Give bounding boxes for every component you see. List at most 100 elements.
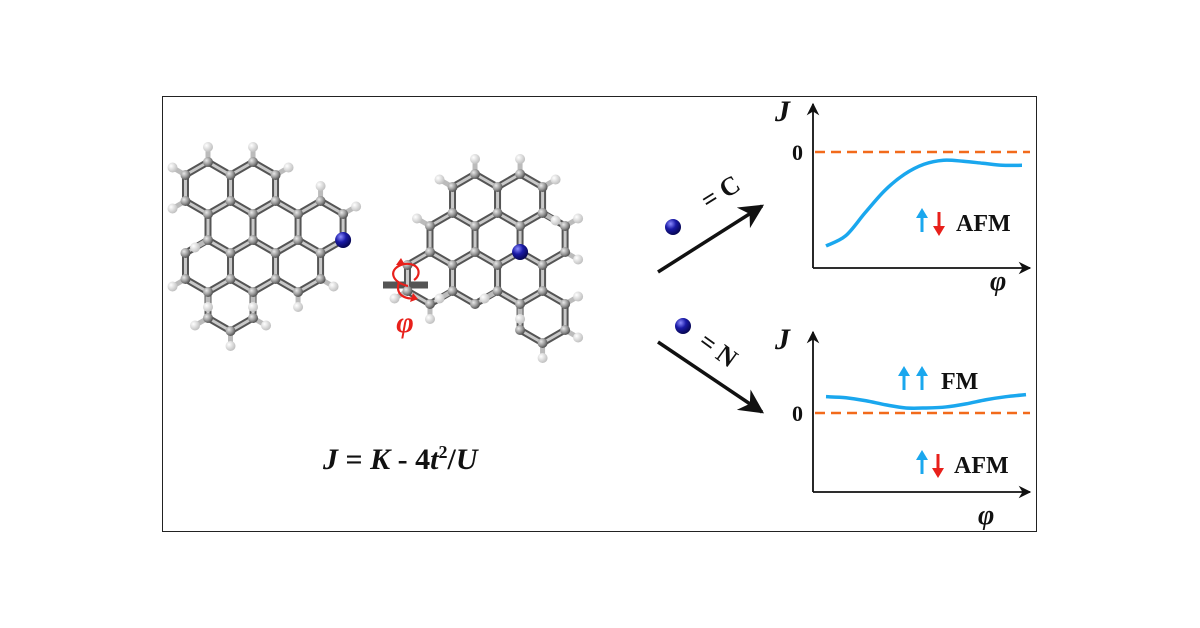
- carbon-atom: [270, 248, 281, 258]
- carbon-atom: [203, 209, 213, 219]
- legend-carbon-label: = C: [696, 169, 745, 215]
- carbon-atom: [203, 287, 213, 297]
- carbon-atom: [425, 247, 435, 257]
- zero-tick-label: 0: [792, 401, 803, 426]
- hydrogen-atom: [283, 162, 294, 173]
- carbon-atom: [270, 196, 281, 206]
- carbon-atom: [425, 299, 435, 309]
- carbon-atom: [515, 325, 526, 335]
- exchange-curve-line: [825, 158, 1023, 248]
- carbon-atom: [293, 287, 304, 297]
- eq-slash: /: [446, 443, 456, 476]
- carbon-atom: [560, 221, 571, 231]
- spin-parallel-icon: [898, 366, 928, 390]
- fm-label: FM: [941, 369, 978, 395]
- eq-u: U: [456, 443, 479, 476]
- eq-minus-four: - 4: [390, 443, 430, 476]
- carbon-atom: [248, 157, 259, 167]
- arrow-to-nitrogen-plot: [657, 340, 765, 414]
- carbon-atom: [225, 196, 236, 206]
- hydrogen-atom: [167, 281, 178, 292]
- zero-tick-label: 0: [792, 140, 803, 165]
- hydrogen-atom: [479, 293, 490, 304]
- carbon-atom: [225, 170, 236, 180]
- y-axis-label: J: [774, 95, 791, 128]
- carbon-dopant-atom-icon: [665, 219, 681, 235]
- afm-label-bottom: AFM: [954, 453, 1009, 479]
- carbon-atom: [180, 248, 191, 258]
- carbon-atom: [315, 248, 326, 258]
- hydrogen-atom: [470, 154, 481, 164]
- carbon-atom: [560, 325, 571, 335]
- carbon-atom: [180, 274, 191, 284]
- hydrogen-atom: [167, 162, 178, 173]
- molecule-left-fragment: [167, 142, 428, 351]
- carbon-atom: [338, 209, 349, 219]
- hydrogen-atom: [190, 242, 201, 253]
- carbon-atom: [492, 286, 503, 296]
- carbon-atom: [203, 157, 213, 167]
- hydrogen-atom: [550, 174, 561, 185]
- carbon-atom: [315, 274, 326, 284]
- arrow-to-carbon-plot: [657, 204, 765, 274]
- carbon-atom: [402, 286, 413, 296]
- carbon-atom: [560, 299, 571, 309]
- carbon-atom: [537, 182, 548, 192]
- carbon-atom: [515, 169, 526, 179]
- spin-antiparallel-icon: [916, 208, 945, 236]
- carbon-atom: [248, 313, 259, 323]
- carbon-atom: [470, 221, 481, 231]
- dopant-atom: [335, 232, 352, 248]
- carbon-atom: [492, 208, 503, 218]
- hydrogen-atom: [293, 302, 304, 312]
- hydrogen-atom: [315, 181, 326, 191]
- hydrogen-atom: [261, 320, 272, 331]
- carbon-atom: [203, 313, 213, 323]
- hydrogen-atom: [203, 302, 213, 312]
- carbon-atom: [492, 182, 503, 192]
- carbon-atom: [248, 209, 259, 219]
- carbon-atom: [270, 170, 281, 180]
- carbon-atom: [425, 221, 435, 231]
- y-axis-label: J: [774, 323, 791, 356]
- rotation-arrow-icon: [392, 258, 420, 302]
- carbon-atom: [293, 209, 304, 219]
- hydrogen-atom: [248, 302, 259, 312]
- hydrogen-atom: [190, 320, 201, 331]
- carbon-atom: [293, 235, 304, 245]
- carbon-atom: [180, 196, 191, 206]
- carbon-atom: [537, 208, 548, 218]
- carbon-atom: [537, 260, 548, 270]
- hydrogen-atom: [573, 213, 584, 224]
- hydrogen-atom: [434, 174, 445, 185]
- hydrogen-atom: [225, 341, 236, 351]
- hydrogen-atom: [573, 332, 584, 343]
- exchange-equation: J = K - 4t2/U: [322, 442, 479, 476]
- afm-label-top: AFM: [956, 211, 1011, 237]
- hydrogen-atom: [434, 293, 445, 304]
- hydrogen-atom: [515, 154, 526, 164]
- carbon-atom: [225, 248, 236, 258]
- nitrogen-dopant-atom-icon: [675, 318, 691, 334]
- carbon-atom: [515, 221, 526, 231]
- spin-antiparallel-icon: [916, 450, 944, 478]
- hydrogen-atom: [550, 215, 561, 226]
- eq-equals: =: [338, 443, 370, 476]
- carbon-atom: [470, 299, 481, 309]
- x-axis-label: φ: [990, 266, 1006, 297]
- carbon-atom: [203, 235, 213, 245]
- hydrogen-atom: [573, 291, 584, 302]
- hydrogen-atom: [351, 201, 362, 212]
- carbon-atom: [447, 260, 458, 270]
- hydrogen-atom: [203, 142, 213, 152]
- hydrogen-atom: [412, 213, 423, 224]
- carbon-atom: [447, 182, 458, 192]
- carbon-atom: [447, 286, 458, 296]
- hydrogen-atom: [248, 142, 259, 152]
- carbon-atom: [537, 286, 548, 296]
- carbon-atom: [537, 338, 548, 348]
- carbon-atom: [492, 260, 503, 270]
- carbon-atom: [180, 170, 191, 180]
- eq-k: K: [369, 443, 392, 476]
